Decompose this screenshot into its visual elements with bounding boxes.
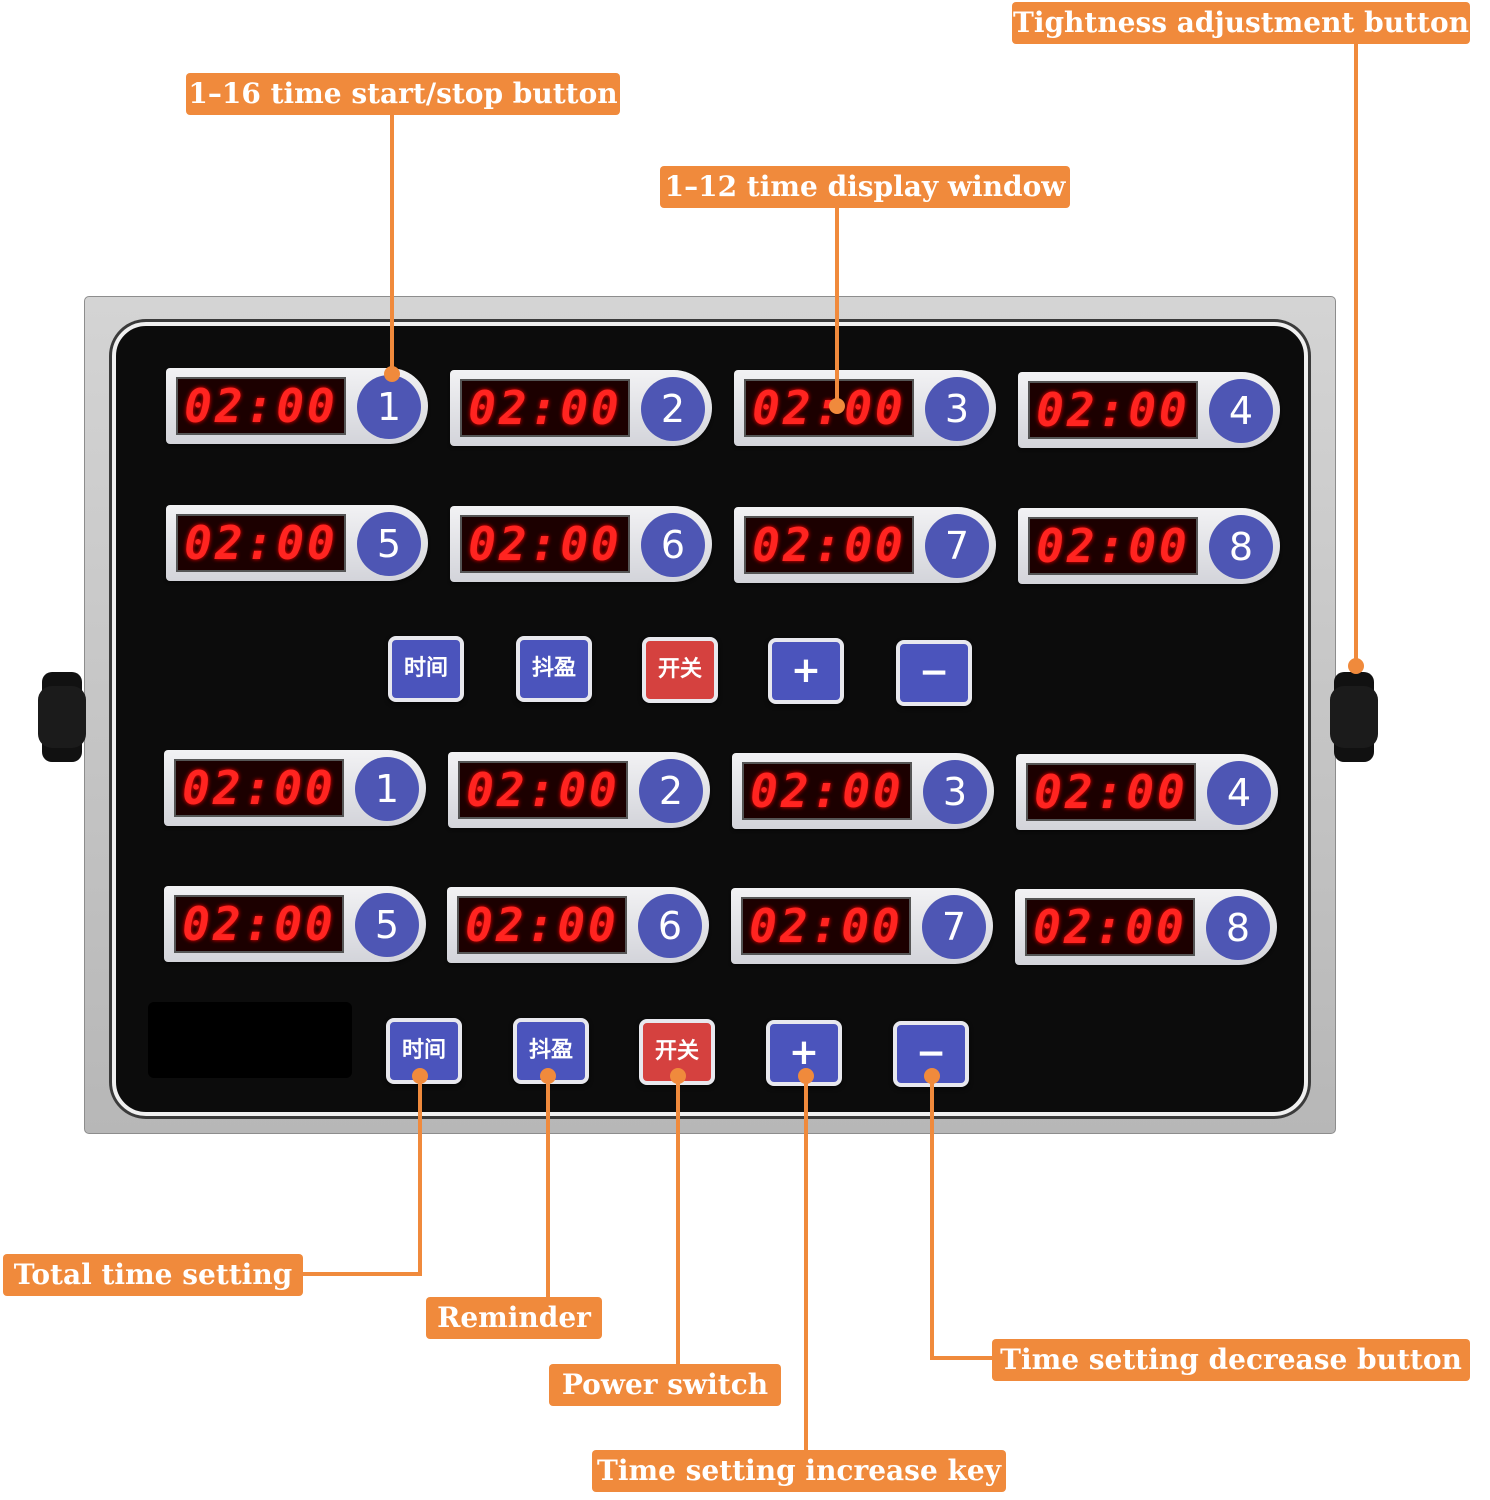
callout-display: 1–12 time display window	[660, 166, 1070, 208]
leader-line	[930, 1076, 934, 1360]
time-display: 02:00	[176, 377, 346, 435]
leader-line	[1354, 40, 1358, 662]
callout-start-stop: 1–16 time start/stop button	[186, 73, 620, 115]
start-stop-button[interactable]: 8	[1206, 896, 1270, 960]
time-display: 02:00	[1025, 898, 1195, 956]
leader-line	[835, 206, 839, 404]
time-display: 02:00	[174, 759, 344, 817]
start-stop-button[interactable]: 8	[1209, 515, 1273, 579]
start-stop-button[interactable]: 4	[1207, 761, 1271, 825]
leader-dot	[829, 398, 845, 414]
callout-increase: Time setting increase key	[592, 1450, 1006, 1492]
leader-line	[930, 1356, 996, 1360]
time-display: 02:00	[1028, 381, 1198, 439]
time-display: 02:00	[744, 516, 914, 574]
start-stop-button[interactable]: 4	[1209, 379, 1273, 443]
time-display: 02:00	[174, 895, 344, 953]
leader-dot	[1348, 658, 1364, 674]
reminder-key[interactable]: 抖盈	[513, 1018, 589, 1084]
start-stop-button[interactable]: 3	[923, 760, 987, 824]
start-stop-button[interactable]: 6	[641, 513, 705, 577]
time-display: 02:00	[457, 896, 627, 954]
callout-tightness: Tightness adjustment button	[1012, 2, 1470, 44]
start-stop-button[interactable]: 6	[638, 894, 702, 958]
leader-line	[546, 1076, 550, 1298]
power-switch-top[interactable]: 开关	[642, 637, 718, 703]
total-time-key[interactable]: 时间	[386, 1018, 462, 1084]
callout-total-time: Total time setting	[3, 1254, 303, 1296]
time-display: 02:00	[460, 515, 630, 573]
time-display: 02:00	[1026, 763, 1196, 821]
callout-power: Power switch	[549, 1364, 781, 1406]
callout-reminder: Reminder	[426, 1297, 602, 1339]
reminder-key-top[interactable]: 抖盈	[516, 636, 592, 702]
start-stop-button[interactable]: 1	[357, 375, 421, 439]
leader-dot	[384, 366, 400, 382]
leader-line	[390, 112, 394, 374]
time-display: 02:00	[1028, 517, 1198, 575]
power-switch[interactable]: 开关	[639, 1019, 715, 1085]
start-stop-button[interactable]: 2	[639, 759, 703, 823]
control-panel	[112, 322, 1308, 1116]
time-display: 02:00	[458, 761, 628, 819]
callout-decrease: Time setting decrease button	[992, 1339, 1470, 1381]
decrease-key-top[interactable]: −	[896, 640, 972, 706]
blank-label-area	[148, 1002, 352, 1078]
time-display: 02:00	[741, 897, 911, 955]
tightness-knob-right[interactable]	[1330, 672, 1378, 762]
start-stop-button[interactable]: 7	[922, 895, 986, 959]
start-stop-button[interactable]: 3	[925, 377, 989, 441]
time-display: 02:00	[460, 379, 630, 437]
start-stop-button[interactable]: 2	[641, 377, 705, 441]
leader-line	[676, 1076, 680, 1366]
start-stop-button[interactable]: 5	[357, 512, 421, 576]
increase-key-top[interactable]: +	[768, 638, 844, 704]
total-time-key-top[interactable]: 时间	[388, 636, 464, 702]
leader-line	[418, 1076, 422, 1276]
leader-line	[804, 1076, 808, 1450]
start-stop-button[interactable]: 1	[355, 757, 419, 821]
tightness-knob-left[interactable]	[38, 672, 86, 762]
timer-top-3: 02:003	[734, 370, 996, 446]
start-stop-button[interactable]: 5	[355, 893, 419, 957]
time-display: 02:00	[176, 514, 346, 572]
start-stop-button[interactable]: 7	[925, 514, 989, 578]
leader-line	[300, 1272, 422, 1276]
time-display: 02:00	[742, 762, 912, 820]
